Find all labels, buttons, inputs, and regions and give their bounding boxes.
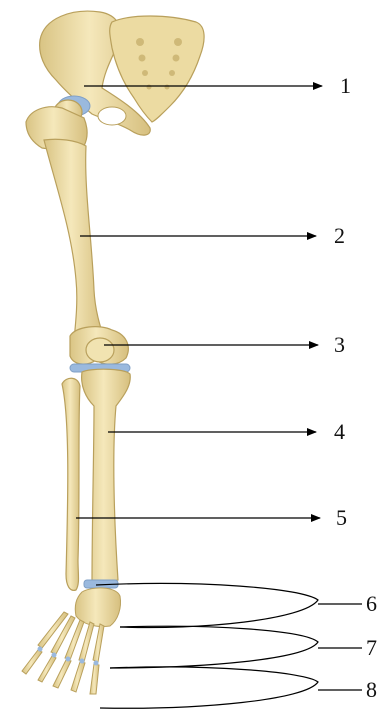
label-4: 4 xyxy=(334,419,345,444)
femur xyxy=(26,100,128,364)
label-8: 8 xyxy=(366,677,377,702)
labels: 1 2 3 4 5 6 7 8 xyxy=(334,73,377,702)
phalanges xyxy=(22,650,99,694)
bracket-8 xyxy=(100,667,318,708)
foot-bones xyxy=(22,588,121,694)
label-3: 3 xyxy=(334,332,345,357)
label-7: 7 xyxy=(366,635,377,660)
label-6: 6 xyxy=(366,591,377,616)
tibia xyxy=(82,369,131,584)
label-5: 5 xyxy=(336,505,347,530)
patella xyxy=(86,338,114,362)
fibula xyxy=(62,378,80,590)
bracket-7 xyxy=(110,626,318,668)
label-1: 1 xyxy=(340,73,351,98)
bracket-6 xyxy=(96,583,318,627)
label-2: 2 xyxy=(334,223,345,248)
obturator-foramen xyxy=(98,107,126,125)
